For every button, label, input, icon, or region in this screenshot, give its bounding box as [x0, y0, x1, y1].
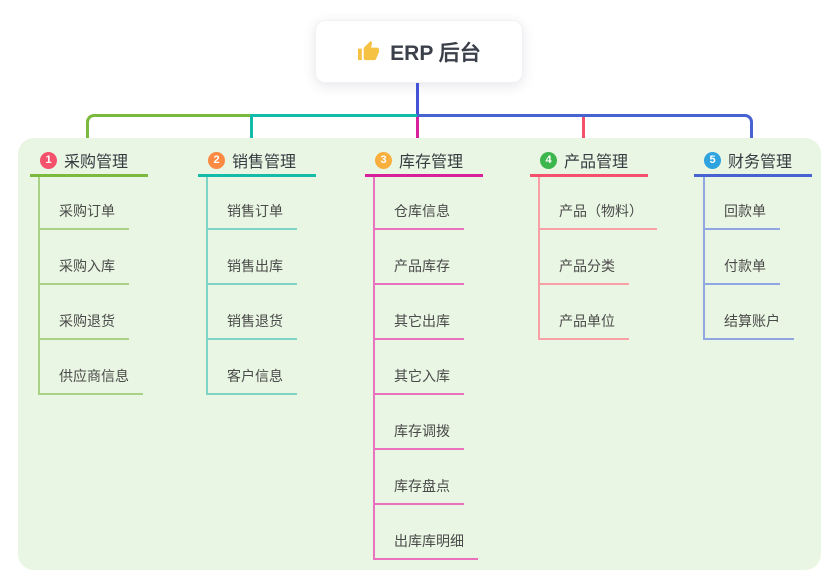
child-node[interactable]: 销售退货 — [208, 285, 297, 340]
child-node[interactable]: 其它出库 — [375, 285, 464, 340]
child-label: 其它入库 — [394, 368, 450, 384]
child-node[interactable]: 客户信息 — [208, 340, 297, 395]
drop-line-product — [582, 117, 585, 146]
branch-label: 销售管理 — [232, 154, 297, 171]
branch-label: 库存管理 — [399, 154, 464, 171]
child-label: 产品单位 — [559, 313, 615, 329]
child-node[interactable]: 付款单 — [705, 230, 780, 285]
branch-node-purchase[interactable]: 1 采购管理 — [30, 146, 148, 177]
bus-segment-purchase — [86, 114, 250, 146]
child-label: 销售出库 — [227, 258, 283, 274]
children-column-finance: 回款单 付款单 结算账户 — [703, 177, 794, 340]
child-node[interactable]: 销售出库 — [208, 230, 297, 285]
child-node[interactable]: 采购入库 — [40, 230, 129, 285]
child-node[interactable]: 产品库存 — [375, 230, 464, 285]
child-node[interactable]: 产品（物料） — [540, 177, 657, 230]
branch-node-sales[interactable]: 2 销售管理 — [198, 146, 316, 177]
child-node[interactable]: 库存调拨 — [375, 395, 464, 450]
child-label: 仓库信息 — [394, 203, 450, 219]
branch-number-badge: 3 — [375, 151, 392, 169]
child-node[interactable]: 回款单 — [705, 177, 780, 230]
children-column-inventory: 仓库信息 产品库存 其它出库 其它入库 库存调拨 库存盘点 出库库明细 — [373, 177, 478, 560]
branch-label: 采购管理 — [64, 154, 129, 171]
branch-number-badge: 1 — [40, 151, 57, 169]
child-label: 库存调拨 — [394, 423, 450, 439]
child-node[interactable]: 供应商信息 — [40, 340, 143, 395]
child-label: 付款单 — [724, 258, 766, 274]
child-label: 供应商信息 — [59, 368, 129, 384]
child-node[interactable]: 出库库明细 — [375, 505, 478, 560]
child-label: 客户信息 — [227, 368, 283, 384]
child-node[interactable]: 采购订单 — [40, 177, 129, 230]
child-node[interactable]: 结算账户 — [705, 285, 794, 340]
mindmap-container — [18, 138, 821, 570]
child-label: 结算账户 — [724, 313, 780, 329]
child-node[interactable]: 产品单位 — [540, 285, 629, 340]
bus-segment-sales — [250, 114, 418, 146]
root-connector-line — [416, 83, 419, 114]
thumbs-up-icon — [358, 40, 380, 61]
branch-number-badge: 5 — [704, 151, 721, 169]
children-column-product: 产品（物料） 产品分类 产品单位 — [538, 177, 657, 340]
child-label: 销售订单 — [227, 203, 283, 219]
child-label: 其它出库 — [394, 313, 450, 329]
branch-number-badge: 2 — [208, 151, 225, 169]
branch-node-inventory[interactable]: 3 库存管理 — [365, 146, 483, 177]
child-label: 产品分类 — [559, 258, 615, 274]
children-column-sales: 销售订单 销售出库 销售退货 客户信息 — [206, 177, 297, 395]
branch-label: 财务管理 — [728, 154, 793, 171]
branch-node-product[interactable]: 4 产品管理 — [530, 146, 648, 177]
child-node[interactable]: 产品分类 — [540, 230, 629, 285]
child-label: 销售退货 — [227, 313, 283, 329]
root-node[interactable]: ERP 后台 — [315, 20, 523, 83]
child-label: 产品（物料） — [559, 203, 643, 219]
child-label: 采购入库 — [59, 258, 115, 274]
child-label: 采购订单 — [59, 203, 115, 219]
child-node[interactable]: 销售订单 — [208, 177, 297, 230]
child-node[interactable]: 采购退货 — [40, 285, 129, 340]
child-label: 回款单 — [724, 203, 766, 219]
child-label: 出库库明细 — [394, 533, 464, 549]
child-label: 采购退货 — [59, 313, 115, 329]
child-node[interactable]: 库存盘点 — [375, 450, 464, 505]
bus-segment-finance — [417, 114, 753, 146]
children-column-purchase: 采购订单 采购入库 采购退货 供应商信息 — [38, 177, 143, 395]
child-node[interactable]: 其它入库 — [375, 340, 464, 395]
branch-number-badge: 4 — [540, 151, 557, 169]
child-label: 产品库存 — [394, 258, 450, 274]
child-node[interactable]: 仓库信息 — [375, 177, 464, 230]
branch-label: 产品管理 — [564, 154, 629, 171]
root-title: ERP 后台 — [390, 41, 481, 65]
child-label: 库存盘点 — [394, 478, 450, 494]
branch-node-finance[interactable]: 5 财务管理 — [694, 146, 812, 177]
drop-line-inventory — [416, 117, 419, 146]
